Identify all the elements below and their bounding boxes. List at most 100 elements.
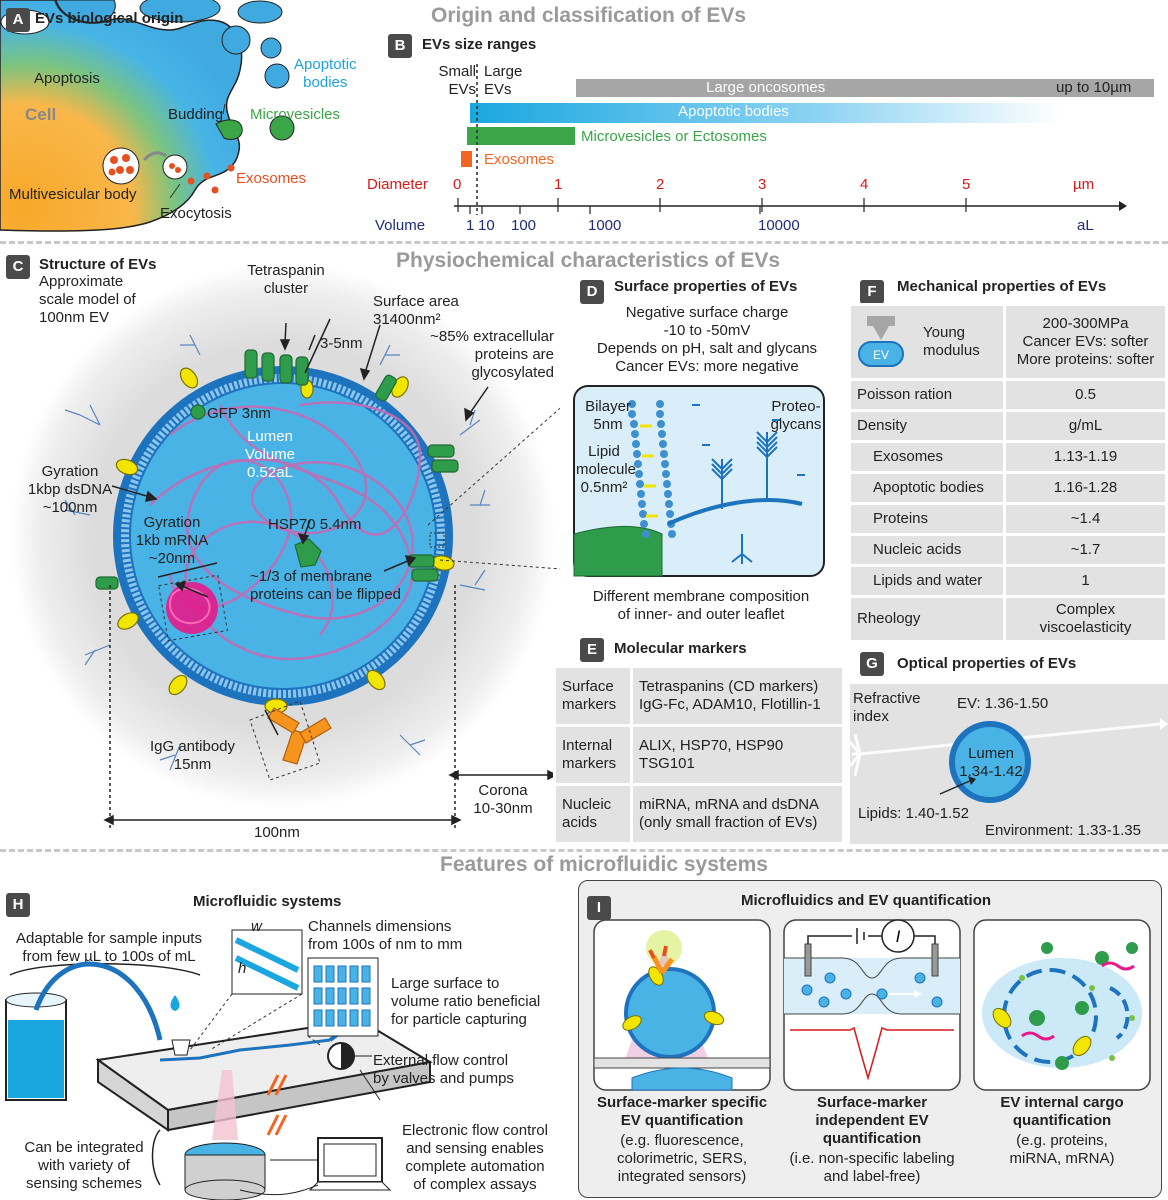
label-exosomes: Exosomes — [236, 170, 307, 187]
label-cell: Cell — [25, 105, 57, 124]
volume-axis-label: Volume — [375, 217, 426, 234]
table-cell: Rheology — [848, 595, 1006, 643]
table-cell: g/mL — [1003, 409, 1168, 443]
table-cell: miRNA, mRNA and dsDNA(only small fractio… — [630, 783, 845, 845]
badge-e: E — [580, 638, 604, 662]
table-cell: 0.5 — [1003, 378, 1168, 412]
desc-internal-cargo: (e.g. proteins,miRNA, mRNA) — [1009, 1132, 1115, 1167]
table-cell: Exosomes — [848, 440, 1006, 474]
label-lipids-index: Lipids: 1.40-1.52 — [858, 805, 969, 822]
label-h: h — [238, 960, 247, 977]
cell-illustration — [0, 0, 295, 232]
badge-a: A — [6, 8, 30, 32]
table-cell: Lipids and water — [848, 564, 1006, 598]
badge-b: B — [388, 34, 412, 58]
ev-structure-model — [11, 264, 560, 830]
table-cell: ~1.7 — [1003, 533, 1168, 567]
label-apoptosis: Apoptosis — [34, 70, 100, 87]
diameter-axis-label: Diameter — [367, 176, 428, 193]
panel-b-title: EVs size ranges — [422, 36, 537, 53]
panel-d-title: Surface properties of EVs — [614, 278, 798, 295]
panel-i-title: Microfluidics and EV quantification — [741, 892, 992, 909]
table-row: Nucleic acids~1.7 — [848, 533, 1168, 567]
label-ev-index: EV: 1.36-1.50 — [957, 695, 1049, 712]
table-cell: 1.16-1.28 — [1003, 471, 1168, 505]
label-budding: Budding — [168, 106, 224, 123]
badge-c: C — [6, 255, 30, 279]
section-title-physio: Physiochemical characteristics of EVs — [396, 249, 781, 272]
tick-label: 10 — [478, 217, 495, 234]
membrane-zoom — [573, 385, 825, 577]
tick-label: 1 — [554, 176, 563, 193]
tick-label: 5 — [962, 176, 971, 193]
svg-text:EV: EV — [873, 348, 889, 362]
label-microvesicles-bar: Microvesicles or Ectosomes — [581, 128, 767, 145]
afm-tip-icon: EV — [858, 316, 904, 367]
tick-label: 0 — [453, 176, 462, 193]
desc-surface-marker-specific: (e.g. fluorescence,colorimetric, SERS,in… — [616, 1132, 748, 1185]
table-cell: ~1.4 — [1003, 502, 1168, 536]
label-apoptotic-bar: Apoptotic bodies — [678, 103, 789, 120]
tick-label: 3 — [758, 176, 767, 193]
badge-h: H — [6, 893, 30, 917]
bar-microvesicles — [467, 127, 575, 145]
size-range-chart — [454, 64, 1154, 215]
table-cell: 1.13-1.19 — [1003, 440, 1168, 474]
tick-label: 2 — [656, 176, 665, 193]
volume-unit: aL — [1077, 217, 1094, 234]
label-oncosomes-max: up to 10µm — [1056, 79, 1132, 96]
quantification-illustrations: I — [593, 919, 1151, 1091]
panel-c-title: Structure of EVs — [39, 256, 157, 273]
label-100nm: 100nm — [254, 824, 300, 841]
microfluidic-chip-illustration — [5, 929, 433, 1200]
divider — [0, 241, 1168, 244]
label-exocytosis: Exocytosis — [160, 205, 232, 222]
panel-h-title: Microfluidic systems — [193, 893, 342, 910]
label-tetra-size: 3-5nm — [320, 335, 363, 352]
bar-large-oncosomes — [576, 79, 1154, 97]
tick-label: 10000 — [758, 217, 800, 234]
svg-text:I: I — [896, 927, 901, 946]
tick-label: 1 — [466, 217, 475, 234]
label-environment-index: Environment: 1.33-1.35 — [985, 822, 1141, 839]
tick-label: 100 — [511, 217, 537, 234]
table-cell: Poisson ration — [848, 378, 1006, 412]
tick-label: 1000 — [588, 217, 622, 234]
panel-g-title: Optical properties of EVs — [897, 655, 1077, 672]
